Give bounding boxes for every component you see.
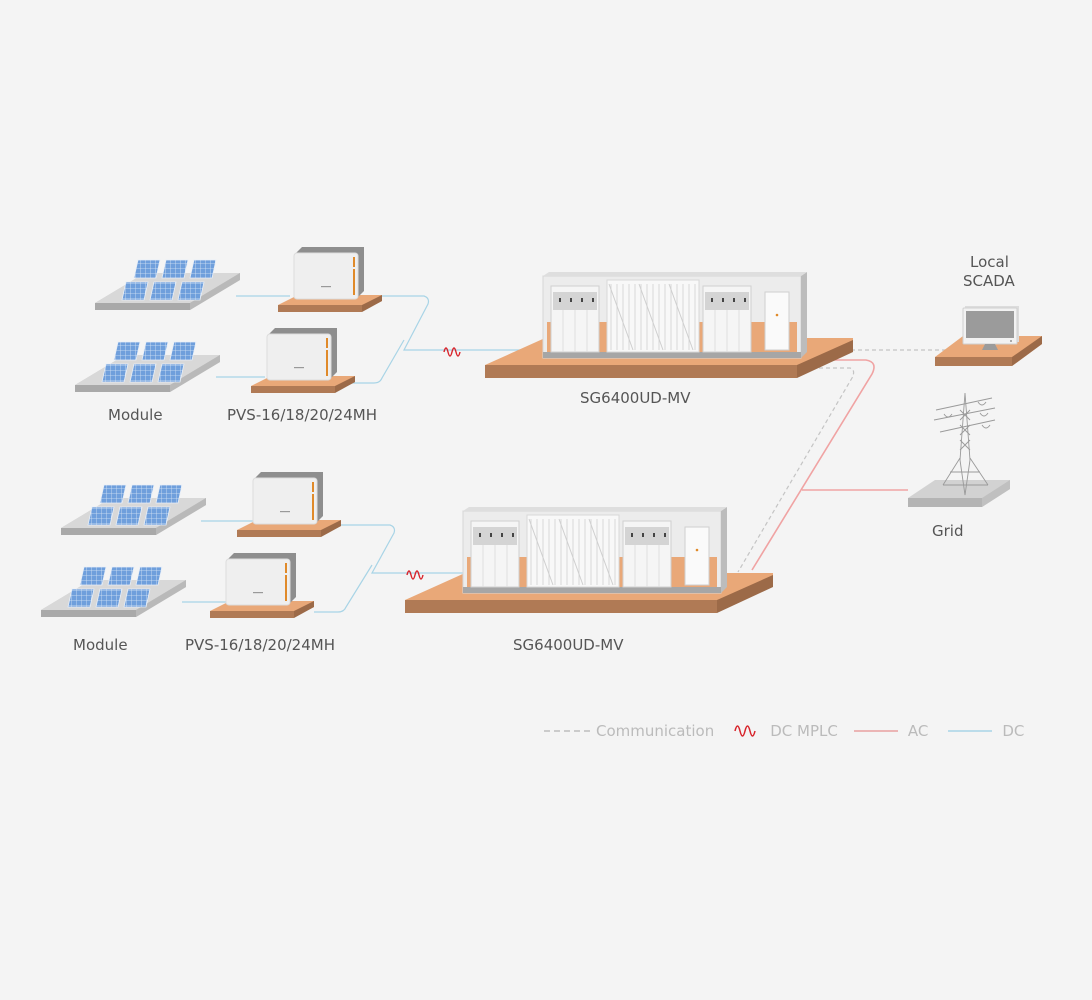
station-top xyxy=(484,271,854,379)
inverter-top-1 xyxy=(277,246,383,313)
station-bottom xyxy=(404,506,774,614)
legend-label: AC xyxy=(907,722,929,740)
legend-item-dc: DC xyxy=(948,722,1024,740)
solar-array-bottom-2 xyxy=(40,566,187,618)
legend: Communication DC MPLC AC DC xyxy=(544,720,1024,742)
dc-lines-top xyxy=(216,295,544,384)
inverter-label-top: PVS-16/18/20/24MH xyxy=(227,406,377,424)
grid-tower xyxy=(908,392,1010,507)
solid-line-icon xyxy=(948,730,993,732)
scada-computer xyxy=(935,306,1042,366)
ac-lines xyxy=(751,359,908,571)
legend-item-communication: Communication xyxy=(544,722,714,740)
module-label-top: Module xyxy=(108,406,163,424)
inverter-label-bottom: PVS-16/18/20/24MH xyxy=(185,636,335,654)
scada-label-line1: Local xyxy=(970,253,1009,271)
solar-array-top-2 xyxy=(74,341,221,393)
dc-lines-bottom xyxy=(182,520,464,613)
wave-icon xyxy=(734,725,756,737)
scada-label-line2: SCADA xyxy=(963,272,1015,290)
solar-array-top-1 xyxy=(94,259,241,311)
communication-lines xyxy=(737,349,955,573)
inverter-bottom-2 xyxy=(209,552,315,619)
mplc-wave-bottom xyxy=(406,570,424,580)
grid-label: Grid xyxy=(932,522,964,540)
legend-label: DC xyxy=(1002,722,1025,740)
inverter-bottom-1 xyxy=(236,471,342,538)
station-label-bottom: SG6400UD-MV xyxy=(513,636,624,654)
mplc-wave-top xyxy=(443,347,461,357)
legend-item-dc-mplc: DC MPLC xyxy=(734,722,838,740)
solar-array-bottom-1 xyxy=(60,484,207,536)
legend-item-ac: AC xyxy=(853,722,929,740)
module-label-bottom: Module xyxy=(73,636,128,654)
dashed-line-icon xyxy=(544,730,590,732)
legend-label: DC MPLC xyxy=(770,722,838,740)
solid-line-icon xyxy=(853,730,898,732)
legend-label: Communication xyxy=(596,722,715,740)
inverter-top-2 xyxy=(250,327,356,394)
station-label-top: SG6400UD-MV xyxy=(580,389,691,407)
